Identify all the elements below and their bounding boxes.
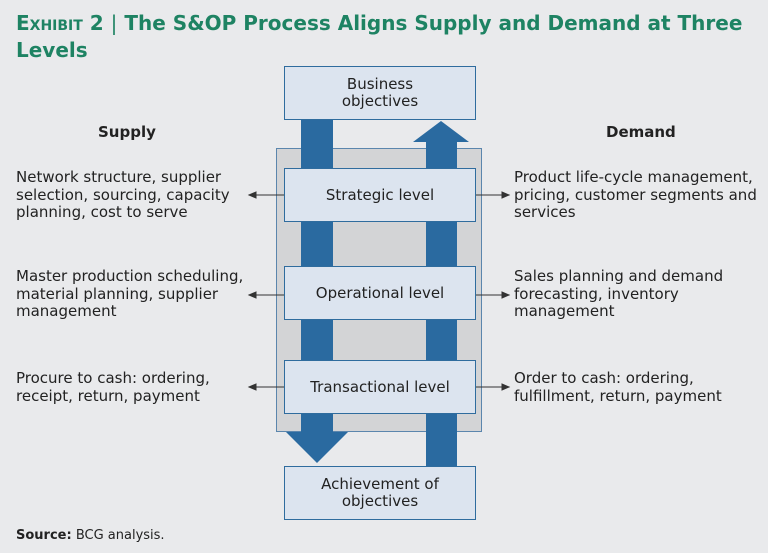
supply-strategic: Network structure, supplier selection, s… <box>16 168 230 221</box>
achievement-box: Achievement of objectives <box>284 466 476 520</box>
supply-header: Supply <box>98 123 156 141</box>
source-text: BCG analysis. <box>75 528 165 543</box>
side-arrows <box>247 191 511 391</box>
source-note: Source: BCG analysis. <box>16 528 165 543</box>
operational-level-box: Operational level <box>284 266 476 320</box>
source-label: Source: <box>16 528 72 543</box>
business-objectives-box: Business objectives <box>284 66 476 120</box>
exhibit-title: Exhibit 2 | The S&OP Process Aligns Supp… <box>16 10 756 64</box>
exhibit-number: Exhibit 2 <box>16 11 104 35</box>
supply-transactional: Procure to cash: ordering, receipt, retu… <box>16 369 210 405</box>
demand-strategic: Product life-cycle management, pricing, … <box>514 168 757 221</box>
demand-transactional: Order to cash: ordering, fulfillment, re… <box>514 369 722 405</box>
transactional-level-box: Transactional level <box>284 360 476 414</box>
demand-operational: Sales planning and demand forecasting, i… <box>514 267 724 320</box>
title-text: The S&OP Process Aligns Supply and Deman… <box>16 11 743 62</box>
supply-operational: Master production scheduling, material p… <box>16 267 244 320</box>
separator: | <box>110 11 118 35</box>
strategic-level-box: Strategic level <box>284 168 476 222</box>
demand-header: Demand <box>606 123 676 141</box>
